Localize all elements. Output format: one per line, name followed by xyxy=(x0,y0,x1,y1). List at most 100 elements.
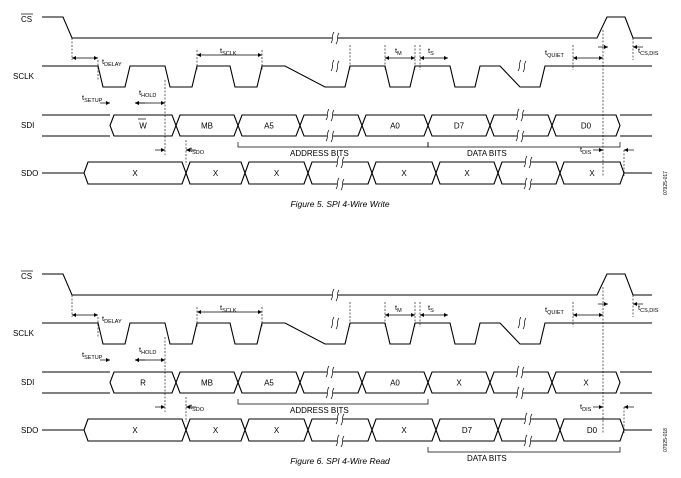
arrowhead xyxy=(599,405,603,409)
sdi-bus-cell xyxy=(551,371,621,394)
sdo-bus-label: X xyxy=(401,426,407,435)
break-stroke xyxy=(528,435,533,448)
arrowhead xyxy=(599,313,603,317)
address-bits-label: ADDRESS BITS xyxy=(290,406,349,415)
time-break-mark xyxy=(325,365,335,379)
data-bits-bracket xyxy=(427,142,621,148)
data-bits-label: DATA BITS xyxy=(467,149,507,158)
arrowhead xyxy=(624,405,628,409)
sdi-bus-cell xyxy=(551,114,621,137)
break-stroke xyxy=(330,387,335,400)
arrowhead xyxy=(94,56,98,60)
arrowhead xyxy=(420,56,424,60)
break-stroke xyxy=(528,156,533,169)
break-stroke xyxy=(325,129,330,142)
time-break-mark xyxy=(325,386,335,400)
thold-label: tHOLD xyxy=(139,345,156,356)
sdo-bus-label: X xyxy=(132,426,138,435)
break-stroke xyxy=(520,109,525,122)
time-break-mark xyxy=(515,365,525,379)
time-break-mark xyxy=(335,155,345,169)
tdelay-label: tDELAY xyxy=(102,57,122,68)
arrowhead xyxy=(599,56,603,60)
data-bits-bracket xyxy=(427,447,621,453)
break-stroke xyxy=(335,155,340,168)
break-stroke xyxy=(330,316,335,329)
time-break-mark xyxy=(517,316,527,330)
sclk-waveform xyxy=(42,322,652,345)
arrowhead xyxy=(106,101,110,105)
break-stroke xyxy=(522,317,527,330)
arrowhead xyxy=(385,313,389,317)
break-stroke xyxy=(335,434,340,447)
break-stroke xyxy=(517,316,522,329)
break-stroke xyxy=(330,366,335,379)
sdo-bus-label: X xyxy=(589,169,595,178)
sdi-bus-label: A0 xyxy=(390,379,400,388)
time-break-mark xyxy=(325,108,335,122)
break-stroke xyxy=(515,129,520,142)
sdi-bus-label: W xyxy=(139,122,147,131)
arrowhead xyxy=(444,56,448,60)
break-stroke xyxy=(515,386,520,399)
sdo-bus-label: X xyxy=(274,426,280,435)
arrowhead xyxy=(258,53,262,57)
sdi-bus-label: R xyxy=(140,379,146,388)
tsetup-label: tSETUP xyxy=(82,93,103,104)
arrowhead xyxy=(186,405,190,409)
break-stroke xyxy=(522,60,527,73)
break-stroke xyxy=(515,365,520,378)
cs-signal-label: CS xyxy=(21,15,32,24)
arrowhead xyxy=(444,313,448,317)
break-stroke xyxy=(520,366,525,379)
address-bits-bracket xyxy=(237,142,429,148)
sdi-bus-label: A0 xyxy=(390,122,400,131)
break-stroke xyxy=(335,60,340,73)
sdo-bus-label: D7 xyxy=(462,426,473,435)
tsdo-label: tSDO xyxy=(190,402,205,413)
time-break-mark xyxy=(523,177,533,191)
tcsdis-label: tCS,DIS xyxy=(638,303,659,314)
time-break-mark xyxy=(515,129,525,143)
time-break-mark xyxy=(330,31,340,45)
break-stroke xyxy=(330,288,335,301)
sdo-bus-label: D0 xyxy=(587,426,598,435)
sdo-bus-label: X xyxy=(401,169,407,178)
break-stroke xyxy=(325,365,330,378)
break-stroke xyxy=(330,130,335,143)
break-stroke xyxy=(523,155,528,168)
arrowhead xyxy=(573,313,577,317)
break-stroke xyxy=(330,31,335,44)
arrowhead xyxy=(135,101,139,105)
sdo-bus-label: X xyxy=(213,426,219,435)
time-break-mark xyxy=(330,59,340,73)
sdi-bus-label: MB xyxy=(201,379,213,388)
tsetup-label: tSETUP xyxy=(82,350,103,361)
arrowhead xyxy=(385,56,389,60)
break-stroke xyxy=(325,386,330,399)
break-stroke xyxy=(335,412,340,425)
arrowhead xyxy=(186,148,190,152)
time-break-mark xyxy=(523,434,533,448)
figure-code: 07925-018 xyxy=(663,428,669,452)
sdo-bus-label: X xyxy=(464,169,470,178)
data-bits-label: DATA BITS xyxy=(467,454,507,463)
break-stroke xyxy=(330,59,335,72)
break-stroke xyxy=(523,434,528,447)
address-bits-bracket xyxy=(237,399,429,405)
break-stroke xyxy=(340,413,345,426)
break-stroke xyxy=(523,412,528,425)
figure-caption: Figure 6. SPI 4-Wire Read xyxy=(290,456,390,466)
figure-code: 07925-017 xyxy=(663,171,669,195)
break-stroke xyxy=(335,177,340,190)
sclk-signal-label: SCLK xyxy=(13,329,35,338)
time-break-mark xyxy=(523,155,533,169)
arrowhead xyxy=(411,313,415,317)
tdis-label: tDIS xyxy=(580,402,592,413)
arrowhead xyxy=(624,148,628,152)
figure-caption: Figure 5. SPI 4-Wire Write xyxy=(290,199,389,209)
break-stroke xyxy=(335,317,340,330)
break-stroke xyxy=(520,387,525,400)
tquiet-label: tQUIET xyxy=(545,48,565,59)
time-break-mark xyxy=(523,412,533,426)
